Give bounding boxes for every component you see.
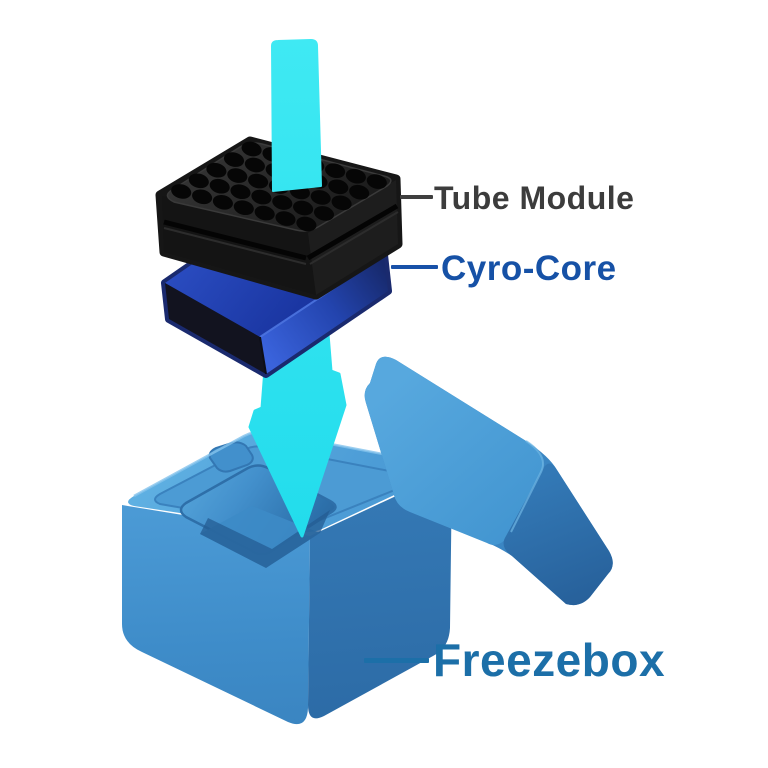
tube-hole [296, 216, 317, 232]
rack-left-face [162, 196, 316, 295]
tube-hole [241, 141, 262, 157]
rack-groove-left [163, 219, 307, 261]
tube-hole [248, 173, 269, 189]
freezebox-cavity-front-wall [200, 510, 330, 568]
tube-hole [331, 195, 352, 211]
freezebox-lid [364, 356, 613, 606]
freezebox-label: Freezebox [433, 634, 666, 686]
tube-hole [251, 189, 272, 205]
tube-hole [349, 184, 370, 200]
tube-module-label: Tube Module [434, 180, 635, 216]
tube-hole [313, 206, 335, 221]
tube-hole [366, 174, 387, 189]
tube-hole [171, 184, 192, 199]
tube-hole [244, 157, 265, 173]
tube-hole [275, 211, 296, 226]
tube-hole [227, 168, 248, 183]
tube-hole [230, 184, 251, 200]
tube-hole [328, 179, 349, 195]
rack-groove-left-sheen [163, 227, 307, 265]
tube-hole [325, 163, 346, 179]
tube-hole [254, 205, 275, 221]
lid-edge-highlight [510, 440, 545, 533]
freezebox-leader-line [364, 658, 429, 663]
tube-module-part [155, 136, 403, 300]
tube-hole [310, 190, 331, 205]
cyro-core-label: Cyro-Core [441, 249, 617, 288]
cyro-core-leader-line [391, 265, 438, 269]
lid-side-face [503, 463, 613, 606]
tube-hole [293, 200, 314, 216]
freezebox-right-face [308, 470, 452, 719]
tube-hole [192, 189, 213, 205]
rack-groove-right-sheen [309, 211, 399, 265]
tube-hole [223, 152, 245, 167]
core-right-face [260, 255, 388, 374]
freezebox-cavity-floor [200, 506, 320, 568]
insert-arrow-upper [271, 39, 322, 192]
tube-hole [272, 195, 293, 210]
tube-hole [209, 178, 230, 194]
tube-hole [206, 162, 227, 178]
tube-hole [233, 200, 254, 216]
core-front-edge [259, 336, 267, 375]
tube-hole [188, 173, 209, 189]
tube-hole [212, 194, 233, 210]
rack-groove-right [306, 203, 399, 261]
tube-hole [345, 168, 366, 184]
tube-module-leader-line [400, 195, 433, 199]
insert-arrow-lower [248, 332, 347, 538]
lid-top-face [364, 356, 544, 545]
core-left-face [165, 283, 266, 374]
